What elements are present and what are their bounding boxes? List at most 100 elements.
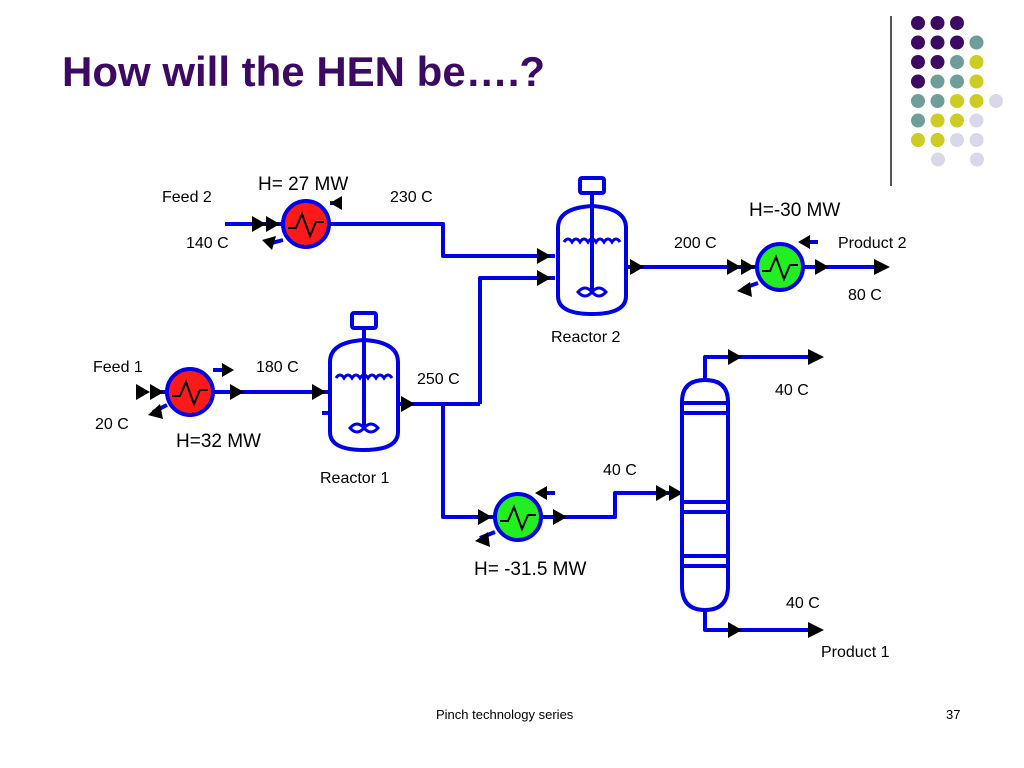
decorative-dot [969, 55, 984, 69]
column-top-temp-label: 40 C [775, 382, 809, 399]
flow-arrow [630, 259, 644, 275]
page-number: 37 [946, 707, 961, 722]
cooler-duty-label: H= -31.5 MW [474, 559, 587, 580]
slide-title: How will the HEN be….? [62, 48, 546, 95]
exchanger-zigzag-icon [288, 211, 324, 239]
agitator-motor-icon [578, 176, 606, 195]
utility-arrow [262, 236, 276, 250]
column-bottom-outlet-arrow [808, 622, 824, 638]
decorative-dot [950, 133, 964, 147]
feed2-label: Feed 2 [162, 189, 212, 206]
product2-cooler-duty-label: H=-30 MW [749, 200, 841, 221]
decorative-dot [970, 152, 984, 167]
utility-arrow [330, 196, 342, 210]
flow-arrow [537, 248, 551, 264]
flow-arrow [136, 384, 150, 400]
decorative-dot [950, 113, 964, 128]
decorative-dot [930, 94, 945, 108]
exchanger-zigzag-icon [762, 254, 798, 282]
decorative-dot [969, 74, 984, 89]
column-top-outlet-arrow [808, 349, 824, 365]
feed2-outlet-temp-label: 230 C [390, 189, 433, 206]
flow-arrow [727, 259, 741, 275]
reactor2-outlet-temp-label: 200 C [674, 235, 717, 252]
decorative-dot [930, 133, 945, 147]
decorative-dot [989, 94, 1003, 108]
decorative-dot [930, 16, 945, 30]
flow-arrow [230, 384, 244, 400]
reactor1-vessel [322, 311, 400, 453]
decorative-dot [969, 35, 984, 50]
utility-arrow [222, 363, 234, 377]
utility-arrow [798, 235, 810, 249]
flow-arrow [741, 259, 755, 275]
flow-arrow [266, 216, 280, 232]
utility-arrow [148, 404, 163, 419]
feed2-heater-duty-label: H= 27 MW [258, 174, 349, 195]
decorative-dot [930, 35, 945, 50]
decorative-dot [950, 16, 964, 30]
reactor2-vessel [556, 176, 628, 317]
riser-to-reactor2-pipe [478, 276, 555, 404]
product1-label: Product 1 [821, 644, 890, 661]
column-bottom-temp-label: 40 C [786, 595, 820, 612]
distillation-column [680, 377, 730, 613]
decorative-dot [911, 133, 925, 147]
feed1-inlet-temp-label: 20 C [95, 416, 129, 433]
decorative-dot [911, 16, 925, 30]
decorative-dot [911, 113, 925, 128]
decorative-dot [911, 55, 925, 69]
reactor1-label: Reactor 1 [320, 470, 390, 487]
feed1-heater [165, 367, 215, 417]
flow-arrow [656, 485, 670, 501]
decorative-dot [969, 94, 984, 108]
product2-label: Product 2 [838, 235, 907, 252]
feed1-outlet-temp-label: 180 C [256, 359, 299, 376]
product2-temp-label: 80 C [848, 287, 882, 304]
cooler-outlet-temp-label: 40 C [603, 462, 637, 479]
reactor1-outlet-temp-label: 250 C [417, 371, 460, 388]
flow-arrow [150, 384, 164, 400]
utility-arrow [737, 282, 752, 297]
exchanger-zigzag-icon [172, 379, 208, 407]
exchanger-zigzag-icon [500, 504, 536, 532]
reactor1-to-cooler-pipe [441, 404, 495, 519]
utility-arrow [475, 532, 490, 547]
feed2-heater [281, 199, 331, 249]
flow-arrow [252, 216, 266, 232]
decorative-dot [911, 74, 925, 89]
product2-outlet-arrow [874, 259, 890, 275]
decorative-dot [911, 94, 925, 108]
reactor2-label: Reactor 2 [551, 329, 621, 346]
flow-arrow [728, 622, 742, 638]
decorative-dot [950, 74, 964, 89]
decorative-dot [930, 113, 945, 128]
footer-text: Pinch technology series [436, 707, 574, 722]
flow-arrow [815, 259, 829, 275]
feed1-heater-duty-label: H=32 MW [176, 431, 261, 452]
flow-arrow [537, 270, 551, 286]
column-bottom-pipe [703, 610, 815, 632]
flow-arrow [312, 384, 326, 400]
column-top-pipe [703, 355, 815, 382]
feed2-inlet-temp-label: 140 C [186, 235, 229, 252]
decorative-dot [911, 35, 925, 50]
decorative-dot [969, 113, 984, 128]
title-divider-line [890, 16, 892, 186]
feed2-to-reactor2-pipe [329, 222, 555, 258]
product2-cooler [755, 242, 805, 292]
decorative-dot [950, 94, 964, 108]
heat-exchanger-network-diagram [136, 176, 890, 638]
flow-arrow [401, 396, 415, 412]
decorative-dot [931, 152, 945, 167]
flow-arrow [553, 509, 567, 525]
decorative-dot [930, 74, 945, 89]
decorative-dot [950, 35, 964, 50]
cooler-to-column-pipe [541, 491, 680, 519]
decorative-dot [950, 55, 964, 69]
reactor1-effluent-cooler [493, 492, 543, 542]
feed1-label: Feed 1 [93, 359, 143, 376]
flow-arrow [728, 349, 742, 365]
utility-arrow [535, 486, 547, 500]
decorative-dot-grid [911, 16, 1003, 167]
